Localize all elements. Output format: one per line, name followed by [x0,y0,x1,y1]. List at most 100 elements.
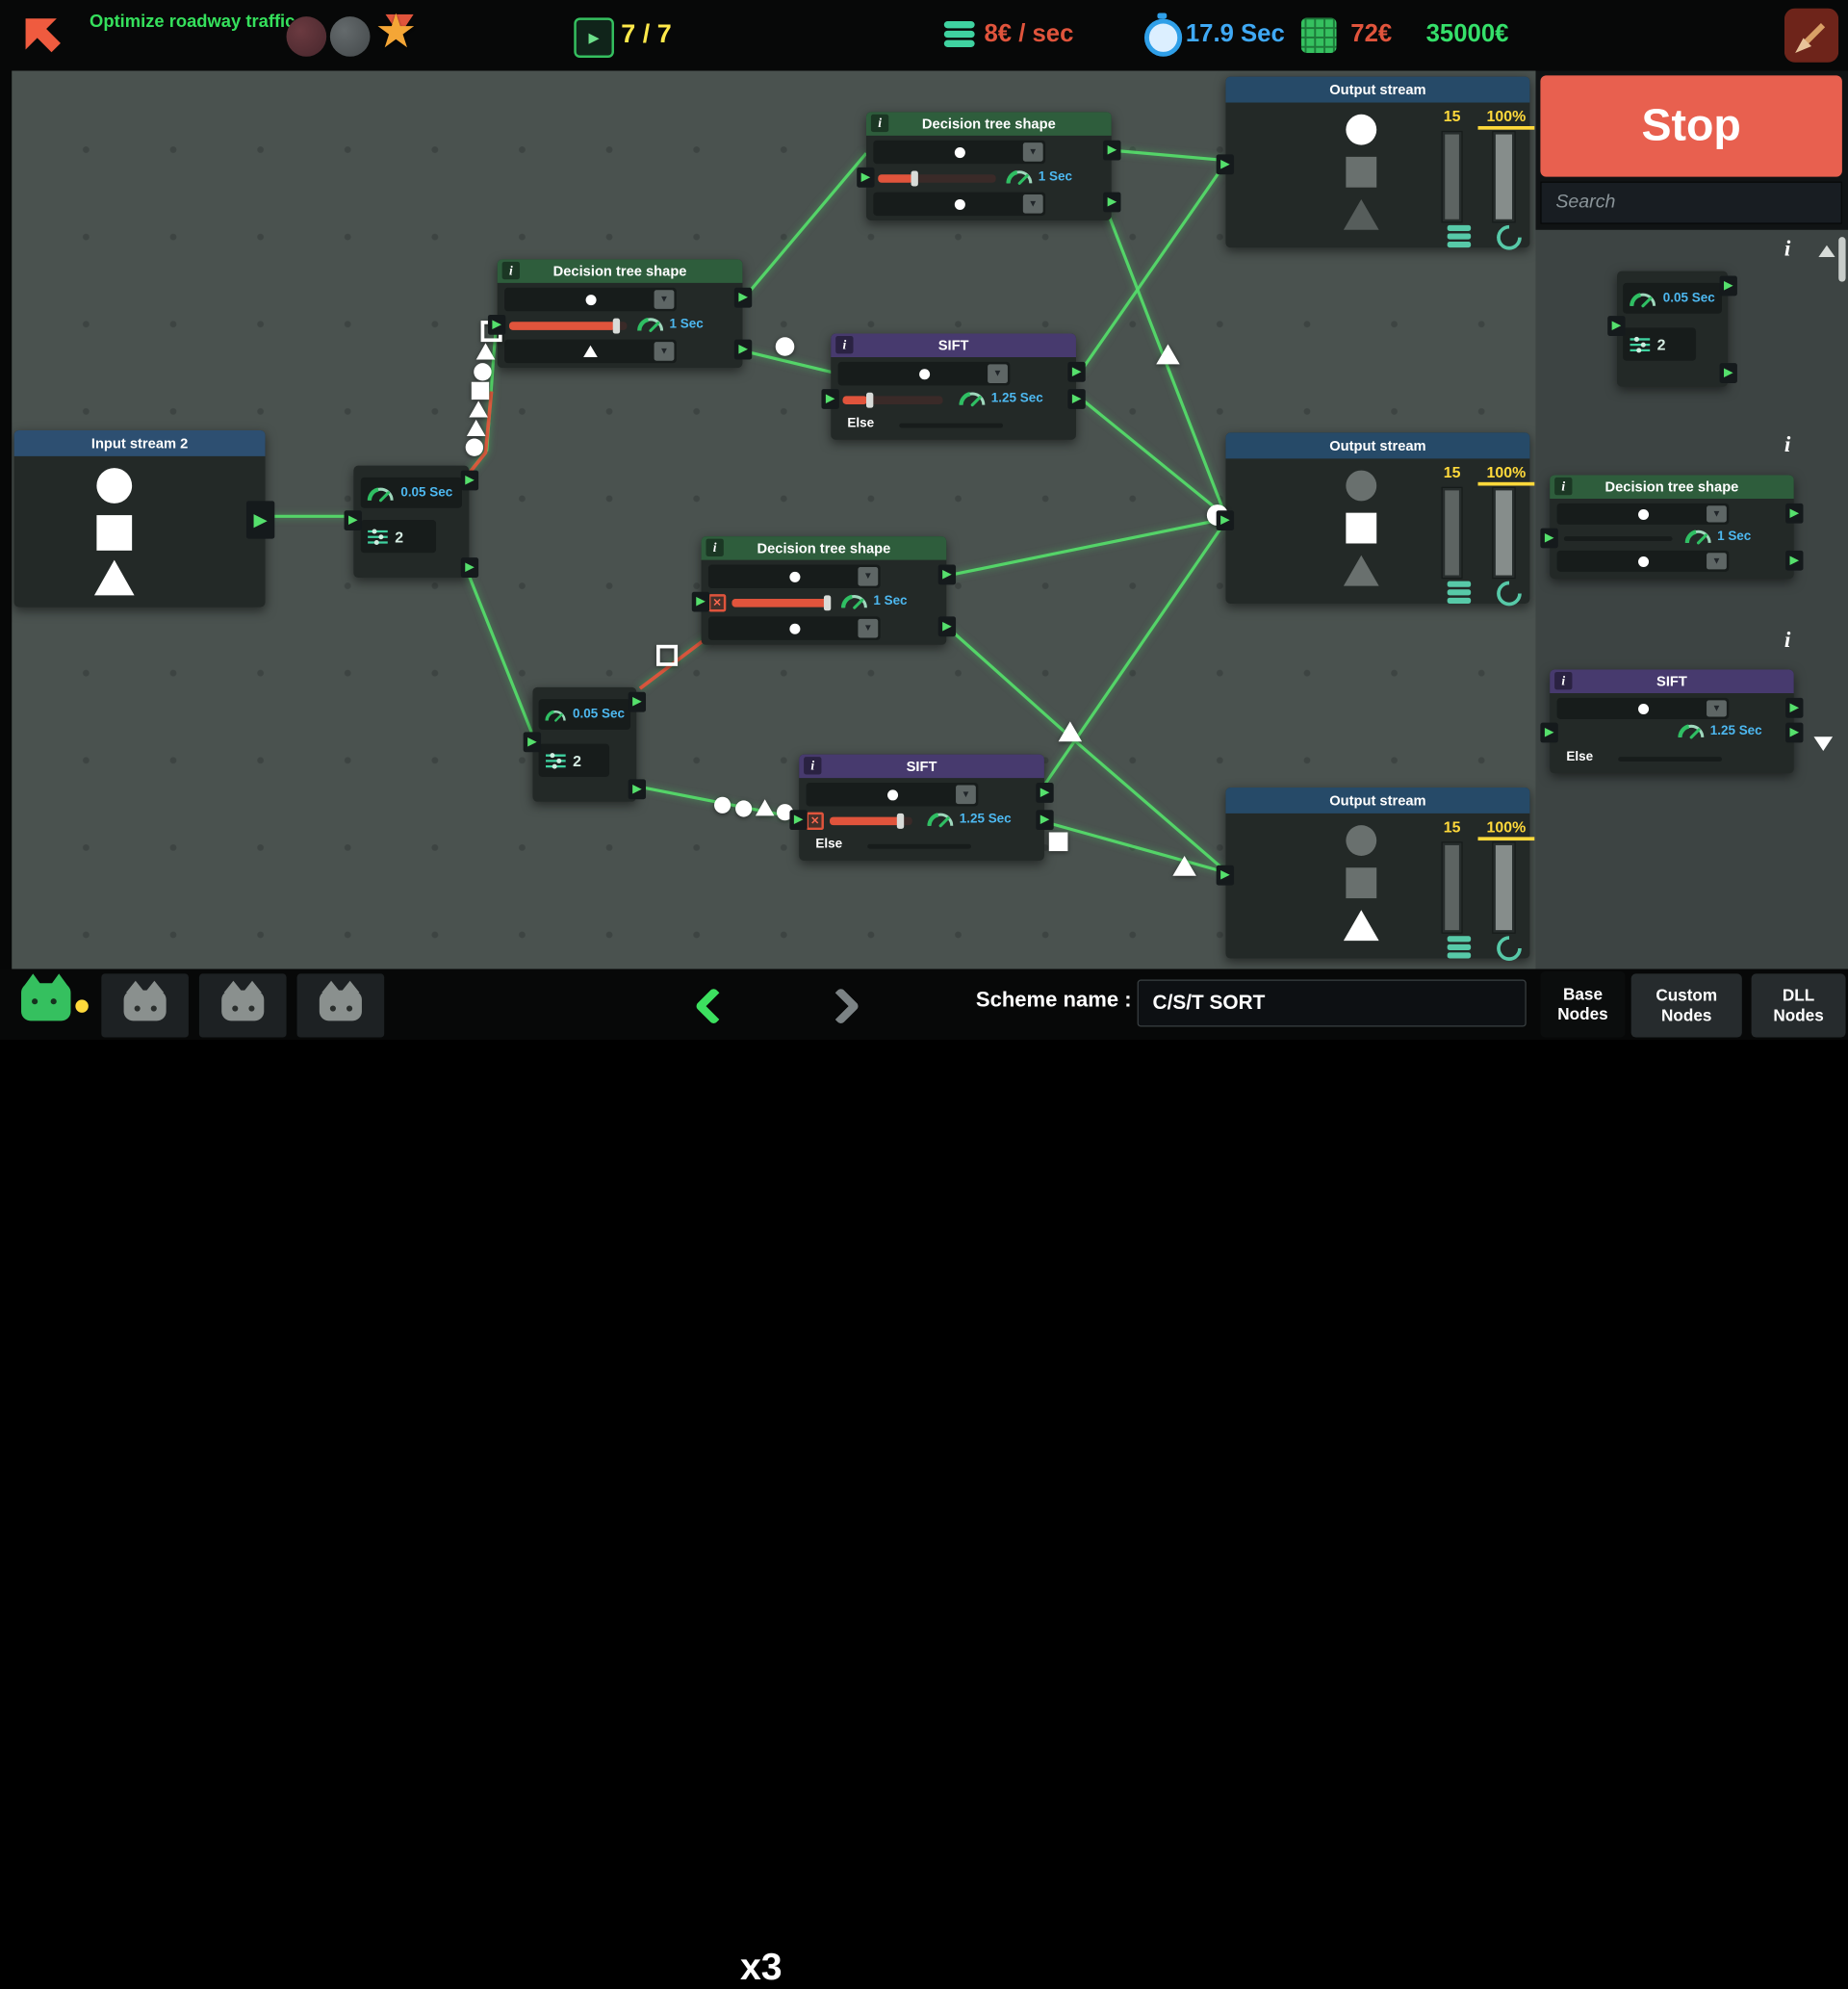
info-icon[interactable]: i [1784,432,1791,458]
input-port[interactable]: ▶ [821,389,839,409]
scheme-name-input[interactable] [1137,979,1527,1027]
stop-button[interactable]: Stop [1540,75,1842,177]
size-slider[interactable] [878,170,996,187]
sift-node[interactable]: i SIFT ▼ ▶ ▶ 1.25 Sec ▶ Else [821,333,1086,440]
output-port[interactable]: ▶ [1103,192,1121,213]
queue-count-row[interactable]: 2 [538,743,610,777]
input-port[interactable]: ▶ [1216,510,1235,531]
palette-delay-node[interactable]: 0.05 Sec 2 ▶ ▶ ▶ [1607,271,1737,387]
output-port[interactable]: ▶ [1067,389,1086,409]
input-port[interactable]: ▶ [691,591,710,612]
back-arrow-icon[interactable] [16,10,68,62]
clear-broom-icon[interactable] [1784,8,1839,63]
dropdown-arrow-icon[interactable]: ▼ [956,785,976,805]
input-port[interactable]: ▶ [523,732,542,753]
size-slider[interactable] [842,392,943,408]
queue-count-row[interactable]: 2 [360,520,437,554]
scroll-up-icon[interactable] [1818,237,1835,257]
shape-dropdown[interactable]: ▼ [504,287,677,312]
output-port[interactable]: ▶ [1103,140,1121,161]
input-port[interactable]: ▶ [857,167,875,188]
input-port[interactable]: ▶ [487,314,506,335]
output-stream-node[interactable]: Output stream 15 100% ▶ [1216,432,1535,611]
output-port[interactable]: ▶ [1036,810,1054,831]
scroll-down-icon[interactable] [1813,736,1834,760]
scheme-slot[interactable] [296,973,385,1038]
stack-icon[interactable] [1447,581,1472,587]
size-slider[interactable] [830,813,912,829]
delay-time-row[interactable]: 0.05 Sec [538,699,631,730]
shape-dropdown[interactable]: ▼ [873,140,1046,165]
input-port[interactable]: ▶ [789,810,808,831]
speed-increase-icon[interactable] [821,987,860,1026]
stack-icon[interactable] [1447,224,1472,231]
moving-shape-circle [775,337,795,356]
shape-dropdown[interactable]: ▼ [873,192,1046,217]
palette-sift-node[interactable]: i SIFT ▼ ▶ ▶ 1.25 Sec ▶ Else [1540,669,1804,774]
palette-decision-node[interactable]: i Decision tree shape ▼ ▶ ▶ 1 Sec ▼ ▶ [1540,475,1804,580]
input-stream-node[interactable]: Input stream 2 ▶ [13,429,275,607]
input-port[interactable]: ▶ [344,510,362,531]
info-icon[interactable]: i [1784,237,1791,262]
dropdown-arrow-icon[interactable]: ▼ [654,290,675,309]
output-port[interactable]: ▶ [937,564,957,585]
output-stream-node[interactable]: Output stream 15 100% ▶ [1216,76,1535,255]
output-stream-node[interactable]: Output stream 15 100% ▶ [1216,787,1535,967]
dropdown-arrow-icon[interactable]: ▼ [858,618,879,638]
info-icon[interactable]: i [706,538,724,556]
sift-node[interactable]: i SIFT ▼ ▶ ▶ ✕ 1.25 Sec ▶ Else [789,754,1054,861]
delay-time-row[interactable]: 0.05 Sec [360,477,462,508]
schematic-canvas[interactable]: Input stream 2 ▶ 0.05 Sec 2 ▶ ▶ ▶ i [12,70,1536,969]
decision-tree-node[interactable]: i Decision tree shape ▼ ▶ ▶ 1 Sec ▼ ▶ [487,259,753,369]
tab-custom-nodes[interactable]: Custom Nodes [1630,973,1742,1038]
dropdown-arrow-icon[interactable]: ▼ [1022,194,1043,214]
output-port[interactable]: ▶ [1067,361,1086,382]
info-icon[interactable]: i [835,335,854,354]
output-port[interactable]: ▶ [460,557,479,578]
dropdown-arrow-icon: ▼ [1707,700,1727,717]
info-icon[interactable]: i [870,114,889,133]
output-port[interactable]: ▶ [733,287,753,308]
goal-progress: 7 / 7 [621,18,672,49]
palette-scrollbar[interactable] [1838,237,1846,282]
info-icon[interactable]: i [804,757,822,775]
tab-base-nodes[interactable]: Base Nodes [1540,970,1626,1038]
size-slider[interactable] [508,318,628,334]
output-port[interactable]: ▶ [628,779,647,800]
output-port[interactable]: ▶ [1036,783,1054,803]
output-port[interactable]: ▶ [460,470,479,491]
delay-node[interactable]: 0.05 Sec 2 ▶ ▶ ▶ [344,465,479,578]
shape-dropdown[interactable]: ▼ [504,339,677,364]
node-header: Output stream [1225,787,1530,814]
else-track [899,423,1004,428]
dropdown-arrow-icon[interactable]: ▼ [1022,142,1043,162]
input-port[interactable]: ▶ [628,691,647,712]
dropdown-arrow-icon[interactable]: ▼ [654,342,675,361]
output-port[interactable]: ▶ [245,501,275,539]
shape-dropdown[interactable]: ▼ [837,361,1011,386]
blocked-icon[interactable]: ✕ [806,812,824,831]
decision-tree-node[interactable]: i Decision tree shape ▼ ▶ ▶ 1 Sec ▼ ▶ [857,112,1121,220]
shape-dropdown[interactable]: ▼ [707,616,881,640]
scheme-slot[interactable] [198,973,287,1038]
scheme-slot[interactable] [101,973,189,1038]
dropdown-arrow-icon[interactable]: ▼ [858,566,879,586]
input-port[interactable]: ▶ [1216,154,1235,175]
shape-dropdown[interactable]: ▼ [806,783,979,807]
dropdown-arrow-icon[interactable]: ▼ [988,364,1008,383]
active-scheme-cat-icon[interactable] [21,973,71,1021]
shape-dropdown[interactable]: ▼ [707,564,881,589]
output-port[interactable]: ▶ [733,339,753,360]
delay-node[interactable]: 0.05 Sec 2 ▶ ▶ ▶ [523,686,647,802]
size-slider[interactable] [732,595,832,611]
speed-decrease-icon[interactable] [694,987,733,1026]
blocked-icon[interactable]: ✕ [707,594,727,612]
output-port[interactable]: ▶ [937,616,957,637]
search-input[interactable] [1540,181,1842,224]
info-icon[interactable]: i [1784,628,1791,654]
stack-icon[interactable] [1447,936,1472,943]
tab-dll-nodes[interactable]: DLL Nodes [1751,973,1846,1038]
decision-tree-node[interactable]: i Decision tree shape ▼ ▶ ▶ ✕ 1 Sec ▼ ▶ [691,536,957,645]
input-port[interactable]: ▶ [1216,865,1235,886]
info-icon[interactable]: i [501,261,520,280]
